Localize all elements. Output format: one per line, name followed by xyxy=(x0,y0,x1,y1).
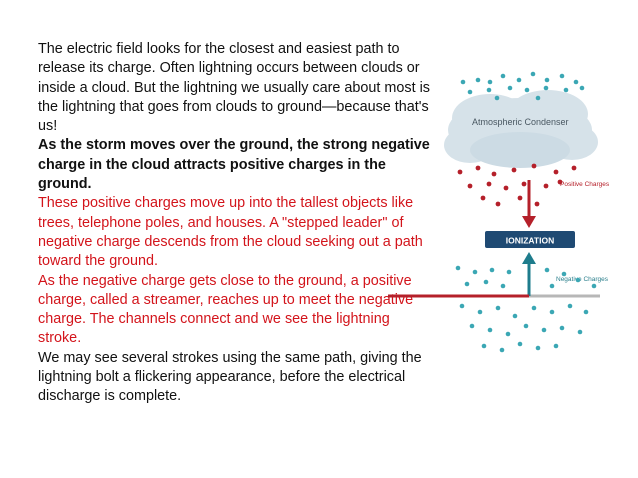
cloud-icon xyxy=(444,90,598,168)
arrow-up-icon xyxy=(522,252,536,264)
negative-charges-top xyxy=(460,71,585,101)
arrow-down-icon xyxy=(522,216,536,228)
paragraph-conclusion: We may see several strokes using the sam… xyxy=(38,349,422,405)
cloud-label: Atmospheric Condenser xyxy=(472,117,569,127)
paragraph-bold: As the storm moves over the ground, the … xyxy=(38,137,430,193)
main-text: The electric field looks for the closest… xyxy=(38,40,430,407)
paragraph-intro: The electric field looks for the closest… xyxy=(38,41,430,135)
paragraph-positive-charges: These positive charges move up into the … xyxy=(38,195,423,270)
negative-charges-bottom xyxy=(455,265,597,353)
positive-charges-label: Positive Charges xyxy=(560,181,610,188)
positive-charges xyxy=(457,163,577,207)
negative-charges-label: Negative Charges xyxy=(556,276,609,283)
ionization-box xyxy=(485,231,575,248)
ionization-label: IONIZATION xyxy=(506,236,554,246)
paragraph-streamer: As the negative charge gets close to the… xyxy=(38,272,414,347)
